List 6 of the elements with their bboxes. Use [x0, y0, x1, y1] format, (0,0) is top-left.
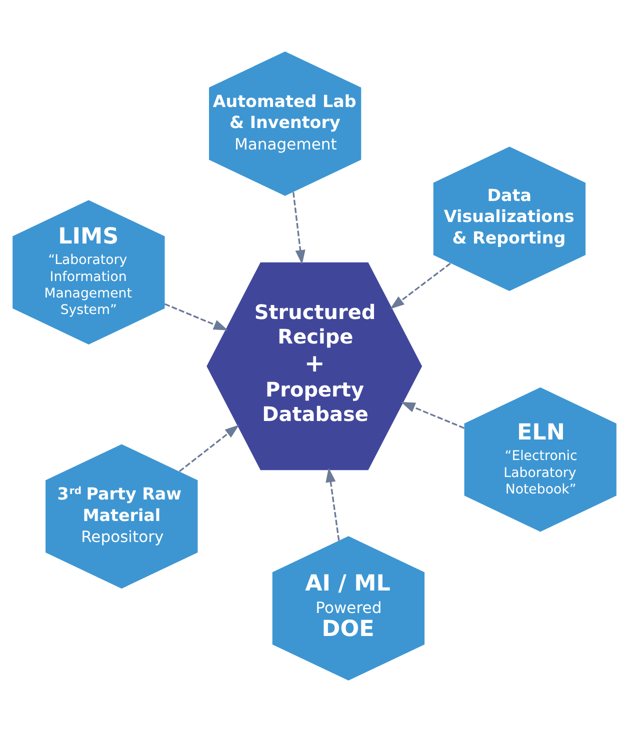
arrow [326, 467, 340, 540]
arrow [164, 302, 228, 330]
arrow [178, 424, 240, 472]
arrow [390, 262, 451, 309]
arrow [400, 401, 464, 428]
arrow [292, 192, 306, 264]
